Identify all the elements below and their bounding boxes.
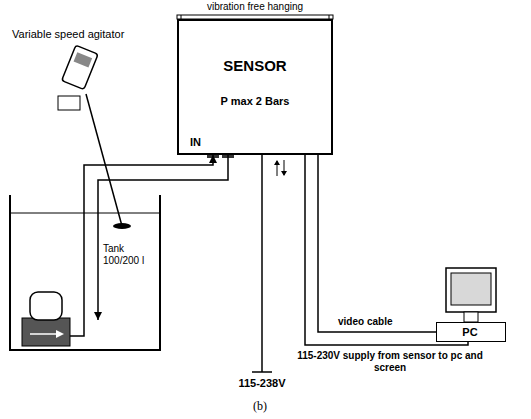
agitator-clamp bbox=[58, 96, 80, 110]
edge-label: video cable bbox=[336, 316, 394, 328]
mains-plug bbox=[252, 371, 272, 373]
pump-base bbox=[22, 318, 70, 346]
mains-voltage: 115-238V bbox=[222, 377, 302, 390]
sensor-title: SENSOR bbox=[179, 57, 331, 74]
monitor-stand bbox=[464, 312, 478, 322]
pipe-connector bbox=[98, 155, 228, 320]
pc-label: PC bbox=[437, 326, 503, 339]
monitor bbox=[446, 268, 496, 312]
agitator-shaft bbox=[86, 94, 122, 226]
figure-caption: (b) bbox=[230, 400, 290, 414]
cable-connector bbox=[318, 155, 436, 332]
water-level bbox=[10, 213, 160, 214]
sensor-box: SENSOR P max 2 Bars bbox=[177, 19, 333, 155]
supply-cable bbox=[305, 155, 468, 345]
pipe-connector bbox=[70, 155, 213, 336]
agitator-label: Variable speed agitator bbox=[12, 28, 162, 41]
tank-wall bbox=[10, 195, 160, 350]
flow-arrow-head bbox=[281, 171, 287, 176]
inlet-label: IN bbox=[190, 136, 210, 149]
monitor-screen bbox=[451, 273, 491, 305]
tank: Tank 100/200 l bbox=[10, 195, 160, 350]
pump-flow-arrow bbox=[30, 333, 58, 335]
mains-cable bbox=[261, 155, 263, 372]
agitator-paddle bbox=[113, 223, 131, 229]
tank-label: Tank 100/200 l bbox=[103, 243, 157, 266]
agitator-motor bbox=[62, 45, 98, 89]
pressure-spec: P max 2 Bars bbox=[220, 95, 290, 108]
arrow-head bbox=[94, 312, 102, 320]
pump-flow-head bbox=[56, 330, 64, 338]
supply-note: 115-230V supply from sensor to pc and sc… bbox=[283, 350, 497, 373]
arrow-head bbox=[209, 155, 217, 163]
pc-box: PC bbox=[436, 322, 506, 342]
flow-arrow-head bbox=[274, 160, 280, 165]
hanging-note: vibration free hanging bbox=[150, 1, 360, 13]
pump-motor bbox=[30, 292, 62, 320]
